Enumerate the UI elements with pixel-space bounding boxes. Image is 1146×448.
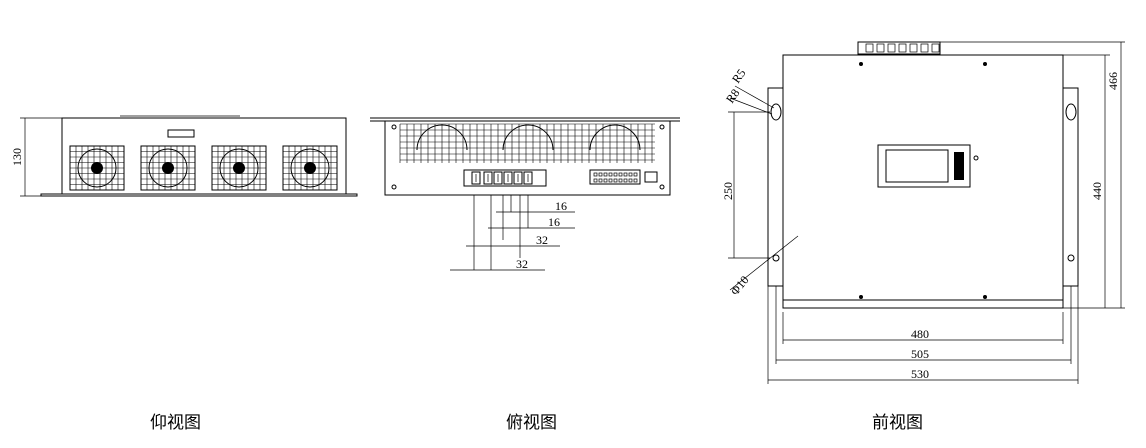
dim-16-a: 16 [555, 199, 567, 213]
fan-icon [140, 145, 196, 191]
keypad [954, 152, 964, 180]
dim-130: 130 [10, 148, 24, 166]
display-panel [877, 144, 971, 188]
caption-bottom-view: 仰视图 [150, 413, 201, 433]
dim-32-b: 32 [516, 257, 528, 271]
dim-32-a: 32 [536, 233, 548, 247]
terminal [493, 171, 503, 185]
dim-250: 250 [721, 182, 735, 200]
terminal [513, 171, 523, 185]
dim-505: 505 [911, 347, 929, 361]
top-view: 16 16 32 32 [370, 117, 680, 271]
dim-r5: R5 [729, 66, 749, 86]
dim-phi10: Φ10 [728, 273, 752, 298]
terminal-block [463, 169, 547, 187]
fan-icon [282, 145, 338, 191]
dim-480: 480 [911, 327, 929, 341]
fan-icon [69, 145, 125, 191]
display-screen [885, 149, 949, 183]
terminal [523, 171, 533, 185]
terminal [503, 171, 513, 185]
terminal [471, 171, 481, 185]
dim-530: 530 [911, 367, 929, 381]
connector-strip [589, 169, 641, 185]
dim-440: 440 [1090, 182, 1104, 200]
dim-466: 466 [1106, 72, 1120, 90]
front-view: 440 466 250 R5 R8 Φ10 480 505 530 [721, 41, 1125, 384]
bottom-view: 130 [10, 115, 358, 197]
dim-16-b: 16 [548, 215, 560, 229]
caption-top-view: 俯视图 [506, 413, 557, 433]
fan-grille-row [69, 145, 338, 191]
vent-grille [399, 123, 655, 163]
dim-r8: R8 [723, 86, 743, 106]
fan-icon [211, 145, 267, 191]
caption-front-view: 前视图 [872, 413, 923, 433]
terminal [483, 171, 493, 185]
